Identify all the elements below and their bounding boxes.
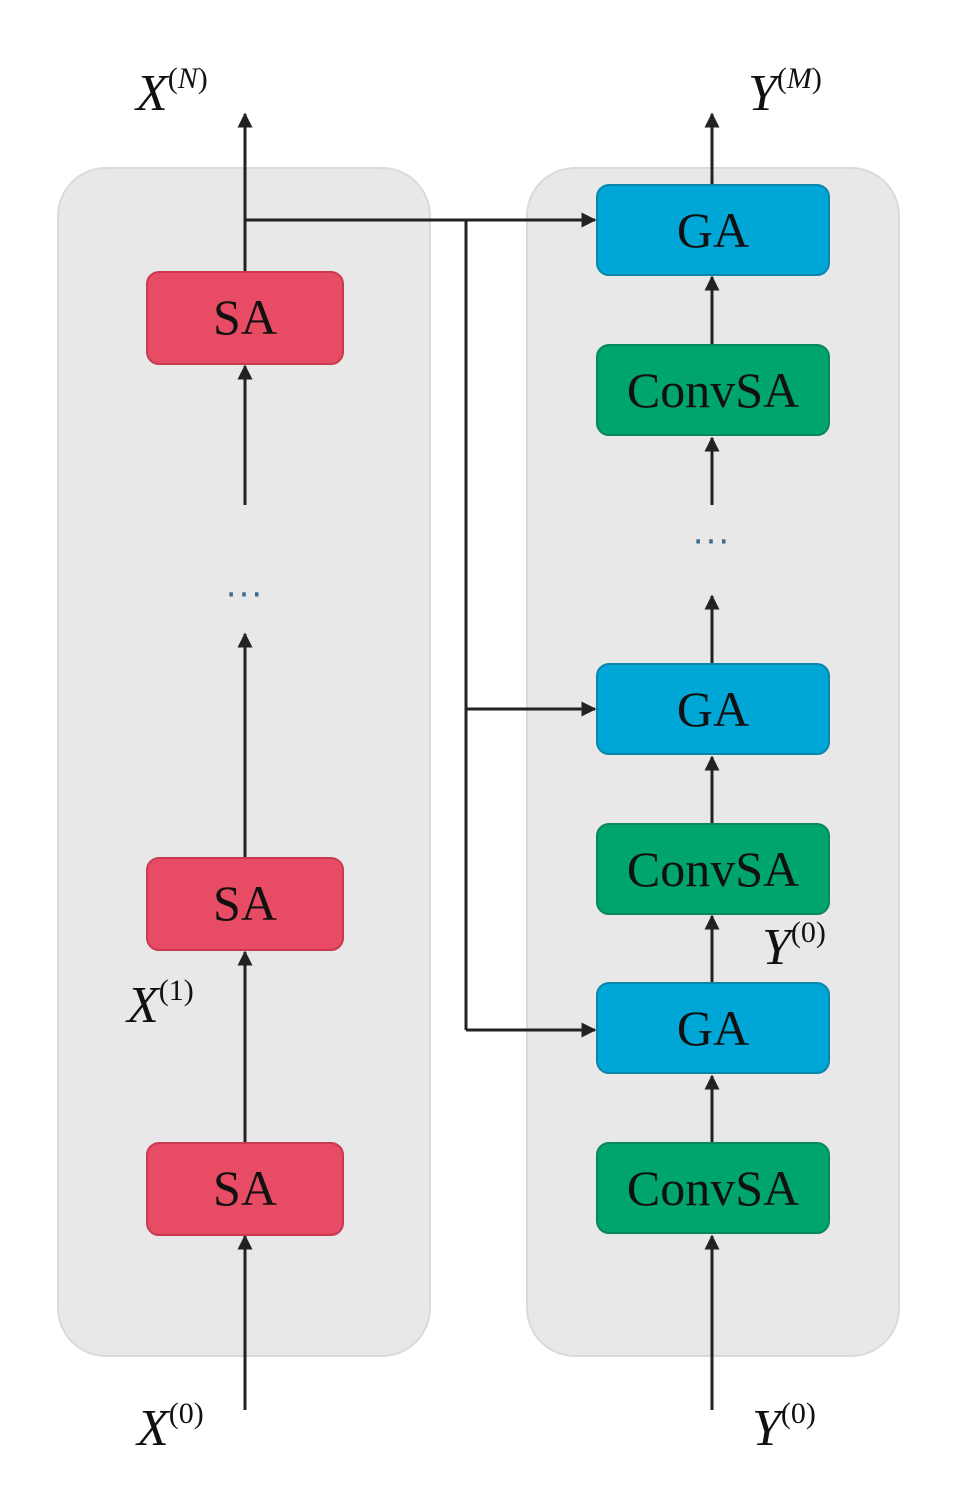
ga-block-bottom: GA	[596, 982, 830, 1074]
sa-block-middle: SA	[146, 857, 344, 951]
ga-label: GA	[677, 202, 749, 258]
sa-block-bottom: SA	[146, 1142, 344, 1236]
convsa-label: ConvSA	[627, 1160, 799, 1216]
sa-block-top: SA	[146, 271, 344, 365]
convsa-label: ConvSA	[627, 841, 799, 897]
sa-label: SA	[213, 289, 277, 345]
sa-label: SA	[213, 875, 277, 931]
label-y-output: Y(M)	[748, 62, 822, 122]
encoder-ellipsis: ···	[226, 575, 264, 615]
ga-label: GA	[677, 681, 749, 737]
label-x-1: X(1)	[125, 974, 194, 1034]
label-y-input: Y(0)	[752, 1397, 816, 1457]
ga-label: GA	[677, 1000, 749, 1056]
ga-block-top: GA	[596, 184, 830, 276]
label-x-output: X(N)	[134, 62, 208, 122]
cross-connections	[245, 212, 597, 1038]
decoder-ellipsis: ···	[693, 522, 731, 562]
convsa-block-top: ConvSA	[596, 344, 830, 436]
label-y-mid: Y(0)	[762, 916, 826, 976]
label-x-input: X(0)	[135, 1397, 204, 1457]
ga-block-middle: GA	[596, 663, 830, 755]
sa-label: SA	[213, 1160, 277, 1216]
convsa-block-middle: ConvSA	[596, 823, 830, 915]
convsa-label: ConvSA	[627, 362, 799, 418]
convsa-block-bottom: ConvSA	[596, 1142, 830, 1234]
